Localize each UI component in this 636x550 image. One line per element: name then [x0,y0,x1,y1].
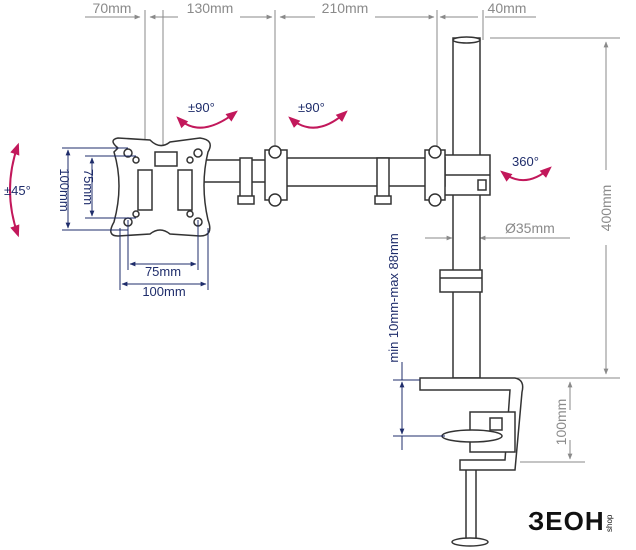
desk-clamp [419,377,524,547]
vesa-outer-vertical-label: 100mm [57,168,72,211]
brand-logo: ЗЕОН shop [528,506,614,536]
dim-pole-offset-label: 40mm [488,0,527,16]
arm-swivel-label: ±90° [298,100,325,115]
dim-main-arm-label: 210mm [322,0,369,16]
pole [439,36,483,379]
head-swivel-label: ±90° [188,100,215,115]
head-swivel-arrow [176,110,238,129]
tilt-label: ±45° [4,183,31,198]
dim-offset-label: 70mm [93,0,132,16]
vesa-inner-vertical-label: 75mm [81,169,96,205]
vesa-inner-horizontal-label: 75mm [145,264,181,279]
desk-thickness-dimension [393,362,445,450]
vesa-dimensions [62,147,209,290]
tilt-arrow [9,142,20,238]
pole-rotation-label: 360° [512,154,539,169]
logo-text: ЗЕОН [528,506,605,536]
arm-swivel-arrow [288,110,348,129]
desk-thickness-label: min 10mm-max 88mm [386,233,401,362]
main-arm [274,145,446,207]
top-dimension-line [85,10,536,150]
clamp-depth-label: 100mm [553,399,569,446]
pole-top-collar [439,154,491,196]
dim-head-arm-label: 130mm [187,0,234,16]
pole-rotation-arrow [500,166,552,182]
clamp-depth-dimension [520,381,585,463]
vesa-plate [110,137,211,237]
logo-sub-text: shop [605,514,614,532]
head-arm [199,145,288,207]
pole-height-dimension [490,37,620,379]
pole-diameter-label: Ø35mm [505,220,555,236]
pole-height-label: 400mm [598,185,614,232]
vesa-outer-horizontal-label: 100mm [142,284,185,299]
